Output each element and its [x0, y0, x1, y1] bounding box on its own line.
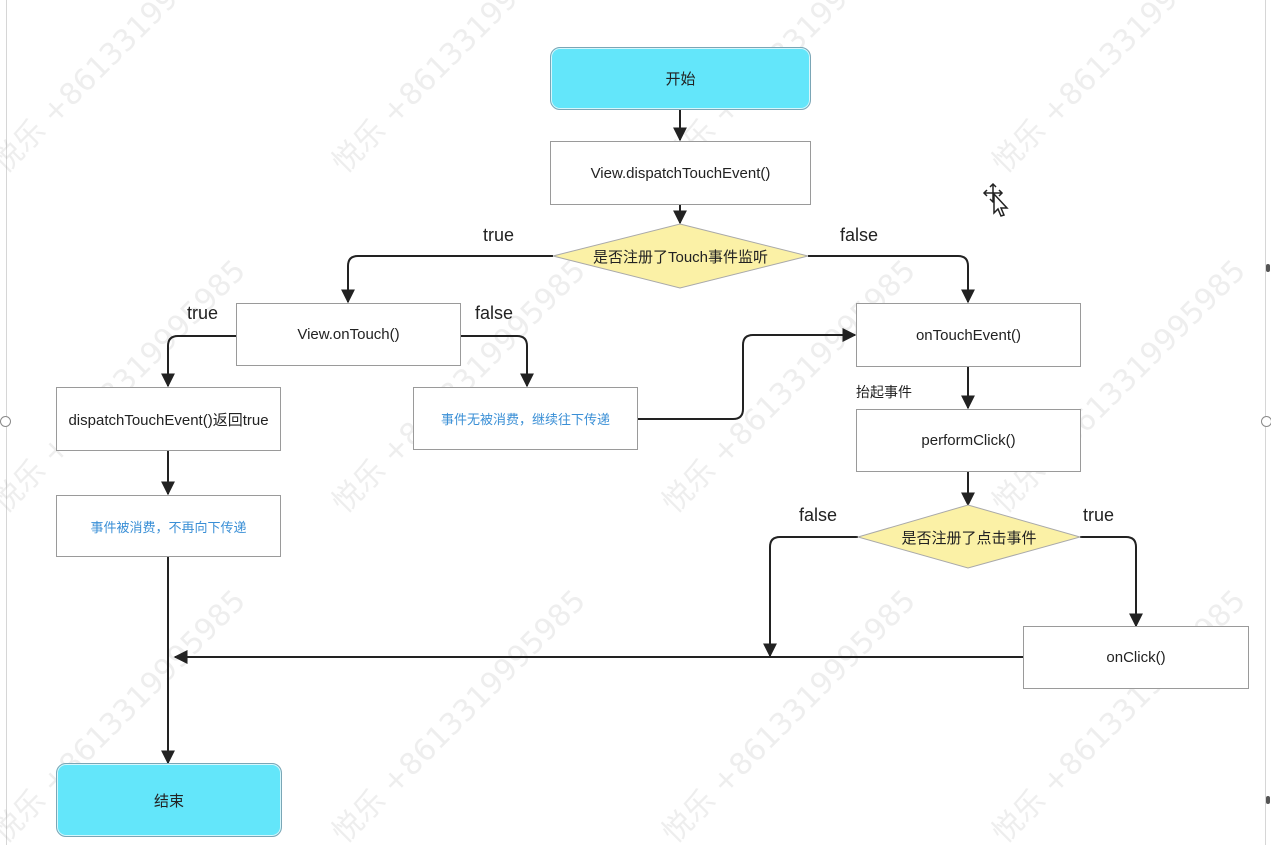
left-resize-handle[interactable] [0, 416, 11, 427]
connector-click-false [763, 536, 858, 658]
connector-decision-false-to-ontouchevent [808, 255, 975, 304]
event-not-consumed-node[interactable]: 事件无被消费，继续往下传递 [413, 387, 638, 450]
on-touch-label: View.onTouch() [297, 326, 400, 343]
on-touch-event-node[interactable]: onTouchEvent() [856, 303, 1081, 367]
touch-listener-true-label: true [483, 225, 515, 245]
on-touch-node[interactable]: View.onTouch() [236, 303, 461, 366]
click-listener-false-label: false [799, 505, 838, 525]
connector-decision-true-to-ontouch [341, 255, 553, 304]
on-click-label: onClick() [1106, 649, 1166, 666]
lift-event-label: 抬起事件 [856, 384, 912, 400]
right-resize-handle[interactable] [1261, 416, 1271, 427]
perform-click-node[interactable]: performClick() [856, 409, 1081, 472]
touch-listener-false-label: false [840, 225, 879, 245]
end-node[interactable]: 结束 [56, 763, 282, 837]
connector-click-true-to-onclick [1080, 536, 1143, 628]
move-cursor-icon [982, 182, 1009, 217]
on-touch-false-label: false [475, 303, 514, 323]
right-edge-marker [1266, 264, 1270, 272]
dispatch-return-true-label: dispatchTouchEvent()返回true [68, 411, 269, 429]
dispatch-return-true-node[interactable]: dispatchTouchEvent()返回true [56, 387, 281, 451]
on-touch-event-label: onTouchEvent() [915, 326, 1022, 344]
connector-ontouch-true-to-dispatch-true [161, 335, 236, 388]
connector-not-consumed-to-ontouchevent [638, 328, 857, 420]
event-consumed-label: 事件被消费，不再向下传递 [90, 519, 247, 535]
event-not-consumed-label: 事件无被消费，继续往下传递 [440, 412, 610, 427]
start-node[interactable]: 开始 [550, 47, 811, 110]
on-click-node[interactable]: onClick() [1023, 626, 1249, 689]
touch-listener-decision-label: 是否注册了Touch事件监听 [592, 248, 769, 266]
click-listener-decision-shape [856, 504, 1082, 569]
dispatch-touch-event-node[interactable]: View.dispatchTouchEvent() [550, 141, 811, 205]
touch-listener-decision-shape [552, 223, 809, 289]
event-consumed-node[interactable]: 事件被消费，不再向下传递 [56, 495, 281, 557]
on-touch-true-label: true [187, 303, 219, 323]
perform-click-label: performClick() [921, 432, 1016, 449]
click-listener-true-label: true [1083, 505, 1115, 525]
click-listener-decision-label: 是否注册了点击事件 [901, 529, 1037, 547]
end-node-label: 结束 [153, 792, 184, 810]
start-node-label: 开始 [665, 71, 696, 88]
right-edge-marker [1266, 796, 1270, 804]
connector-ontouch-false-to-not-consumed [461, 335, 534, 388]
dispatch-touch-event-label: View.dispatchTouchEvent() [590, 164, 771, 182]
